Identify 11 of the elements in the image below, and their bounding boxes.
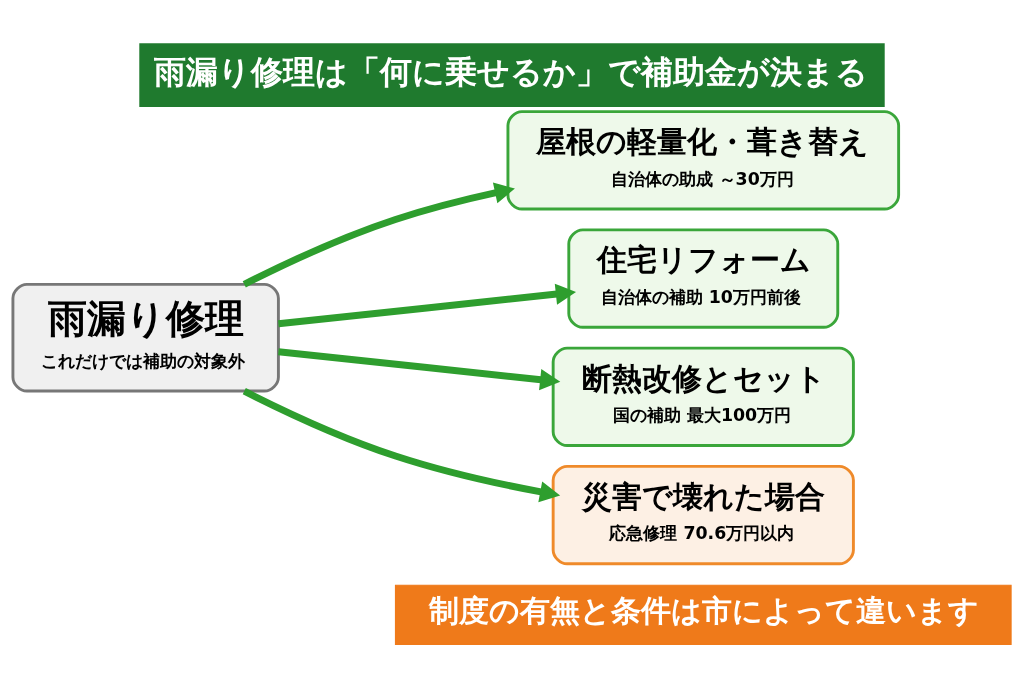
- node-box: 住宅リフォーム 自治体の補助 10万円前後: [567, 228, 840, 329]
- node-box: 雨漏り修理 これだけでは補助の対象外: [11, 282, 280, 393]
- caption: 制度の有無と条件は市によって違います: [429, 592, 980, 628]
- arrow: [278, 283, 577, 328]
- arrow: [242, 182, 515, 288]
- arrow: [278, 348, 561, 391]
- node-box: 断熱改修とセット 国の補助 最大100万円: [551, 346, 855, 447]
- node-box: 災害で壊れた場合 応急修理 70.6万円以内: [551, 464, 855, 566]
- arrow: [242, 388, 561, 503]
- node-box: 屋根の軽量化・葺き替え 自治体の助成 ～30万円: [506, 110, 901, 211]
- diagram-title: 雨漏り修理は「何に乗せるか」で補助金が決まる: [153, 52, 868, 91]
